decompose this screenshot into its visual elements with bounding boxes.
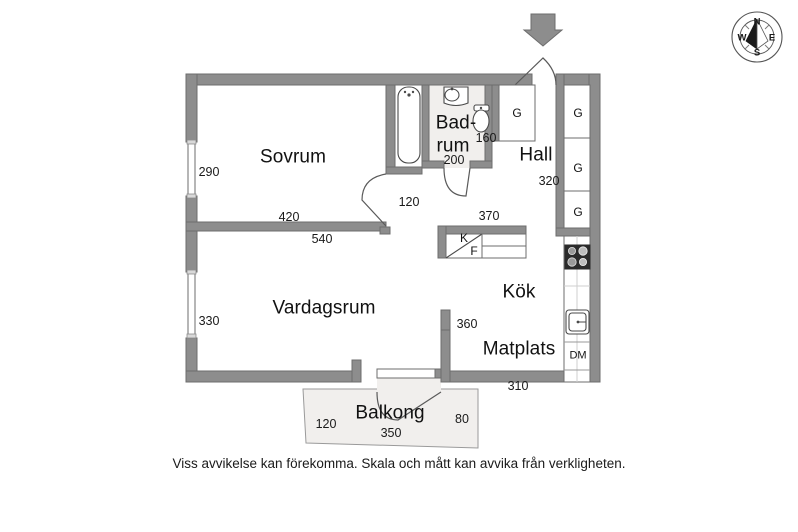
dimension-kok-counter: 370 — [478, 208, 500, 223]
wardrobe-label-right-3: G — [573, 205, 583, 219]
doors — [361, 57, 557, 421]
compass-south-label: S — [753, 47, 761, 59]
dishwasher-label: DM — [569, 349, 587, 362]
door-leaves — [376, 368, 442, 379]
stove-burner-tl — [568, 246, 577, 255]
room-label-sovrum: Sovrum — [259, 146, 327, 168]
wall-top-left — [185, 73, 533, 86]
toilet-bowl — [472, 109, 490, 133]
dimension-balkong-left: 120 — [315, 416, 337, 431]
room-label-badrum-line1: Bad- — [435, 112, 477, 134]
bathtub-drain — [407, 93, 411, 97]
door-leaf-balcony — [376, 368, 438, 379]
wardrobes — [498, 84, 591, 229]
windows — [186, 139, 197, 339]
compass-tick-sw — [744, 44, 750, 50]
wall-right — [588, 73, 601, 383]
wall-kitchen-counter-top — [437, 225, 527, 235]
wardrobe-label-hall-left: G — [512, 106, 522, 120]
wardrobe-right-1 — [563, 84, 591, 139]
freezer-label: F — [470, 244, 478, 258]
dimension-matplats-bottom: 310 — [507, 378, 529, 393]
door-sovrum-swing — [361, 173, 387, 227]
compass-north-label: N — [753, 16, 761, 28]
wall-bottom-left — [185, 370, 360, 383]
dimension-balkong-bottom: 350 — [380, 425, 402, 440]
washbasin-tap — [450, 87, 454, 91]
room-label-kok: Kök — [502, 281, 536, 303]
room-label-balkong: Balkong — [355, 402, 425, 424]
wall-kitchen-counter-left — [437, 225, 447, 259]
wardrobe-label-right-1: G — [573, 106, 583, 120]
window-sill-top — [186, 139, 197, 145]
wall-wardrobe-bottom — [555, 227, 591, 237]
dimension-vardagsrum-left: 330 — [198, 313, 220, 328]
stove-burner-bl — [567, 257, 577, 267]
window-sill-lower-bottom — [186, 333, 197, 339]
wall-kok-left-upper — [440, 309, 451, 331]
wall-sovrum-right — [385, 84, 396, 175]
dimension-sovrum-left: 290 — [198, 164, 220, 179]
door-entry-swing — [514, 57, 557, 86]
entry-arrow — [522, 13, 564, 47]
dimension-balkong-right: 80 — [455, 411, 469, 426]
compass-tick-ne — [764, 24, 770, 30]
window-sovrum — [187, 141, 196, 197]
compass-east-label: E — [768, 32, 776, 44]
room-label-badrum-line2: rum — [436, 135, 470, 157]
wall-left-mid — [185, 195, 198, 273]
wardrobe-hall-left — [498, 84, 536, 142]
wall-badrum-bottom-2 — [469, 160, 493, 169]
stove-burner-tr — [578, 246, 588, 256]
compass-tick-se — [764, 44, 770, 50]
dimension-badrum-width: 200 — [443, 152, 465, 167]
window-vardagsrum — [187, 271, 196, 339]
fridge-freezer-divider — [445, 233, 483, 259]
window-sill-lower-top — [186, 269, 197, 275]
wall-balcony-left-nub — [351, 359, 362, 383]
wall-badrum-bottom — [421, 160, 445, 169]
room-label-hall: Hall — [519, 144, 553, 166]
door-badrum-swing — [443, 167, 471, 197]
compass-rose — [731, 11, 783, 63]
stove — [564, 244, 591, 270]
counter-upper — [481, 233, 527, 247]
bathtub-tap-left — [403, 90, 407, 94]
compass-west-label: W — [737, 32, 747, 44]
wall-corridor-top — [385, 166, 423, 175]
stove-burner-br — [579, 257, 588, 266]
compass-tick-nw — [744, 24, 750, 30]
dimension-sovrum-bottom: 420 — [278, 209, 300, 224]
toilet-flush — [479, 106, 483, 110]
door-leaf-balcony-jamb — [434, 368, 442, 379]
counter-lower — [481, 245, 527, 259]
window-sill-bottom — [186, 193, 197, 199]
dimension-hall-height: 320 — [538, 173, 560, 188]
washbasin-bowl — [444, 88, 460, 102]
dimension-apartment-width: 540 — [311, 231, 333, 246]
room-label-matplats: Matplats — [482, 338, 556, 360]
wardrobe-label-right-2: G — [573, 161, 583, 175]
wall-nub-sovrum — [379, 226, 391, 235]
door-balcony-swing — [376, 391, 442, 421]
compass-needle-light — [756, 18, 769, 50]
wall-wardrobe-back — [555, 73, 565, 235]
room-label-vardagsrum: Vardagsrum — [272, 297, 376, 319]
wall-left-upper — [185, 73, 198, 143]
disclaimer-text: Viss avvikelse kan förekomma. Skala och … — [172, 456, 626, 471]
fridge-label: K — [459, 231, 469, 245]
dimension-badrum-toilet: 160 — [475, 130, 497, 145]
bathtub-tap-right — [411, 90, 415, 94]
wall-badrum-left — [421, 84, 430, 169]
kitchen-sink — [565, 309, 590, 335]
bathtub — [397, 86, 421, 164]
dimension-badrum-door: 120 — [398, 194, 420, 209]
dimension-kok-left: 360 — [456, 316, 478, 331]
entry-arrow-shape — [522, 13, 564, 47]
bathroom-fixtures — [397, 86, 490, 164]
wardrobe-right-3 — [563, 190, 591, 229]
wardrobe-right-2 — [563, 137, 591, 192]
